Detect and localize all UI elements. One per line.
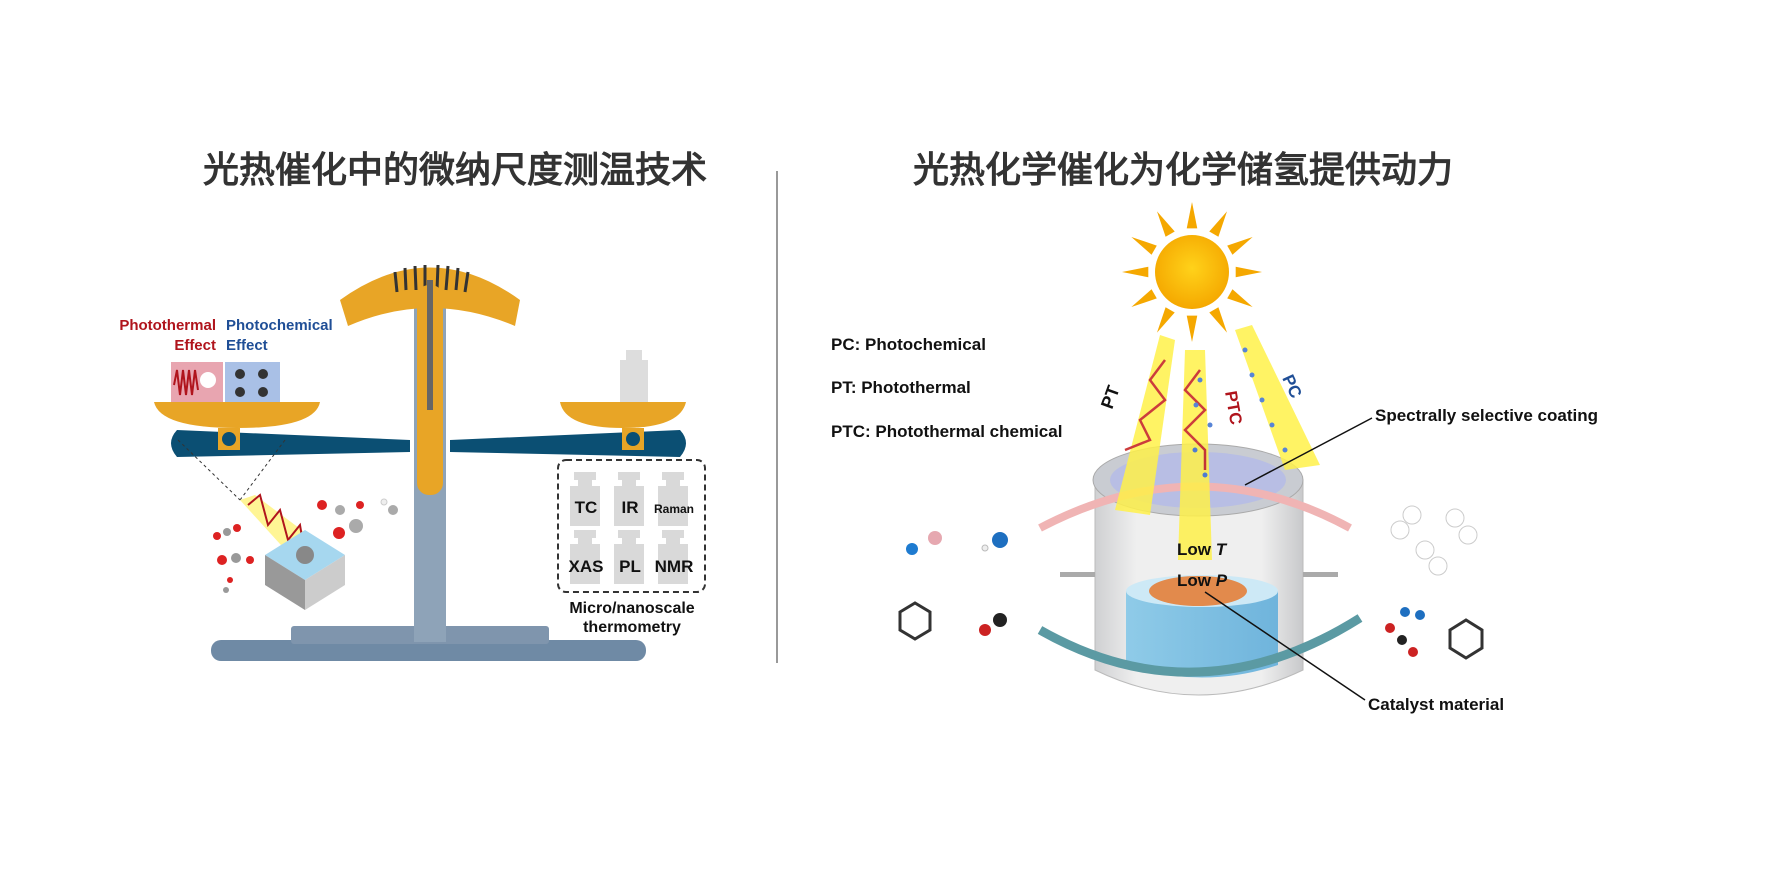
balance-scale	[154, 264, 686, 661]
weight-ir: IR	[622, 498, 639, 517]
molecules	[898, 505, 1484, 660]
sun-ray	[1186, 315, 1198, 342]
sun-ray	[1131, 289, 1157, 307]
right-pan	[560, 402, 686, 428]
sun-ray	[1157, 211, 1175, 237]
photon-dots	[1192, 347, 1288, 478]
photochemical-label-1: Photochemical	[226, 317, 333, 334]
legend: PC: Photochemical PT: Photothermal PTC: …	[831, 335, 1062, 441]
weight-nmr: NMR	[655, 557, 694, 576]
legend-ptc: PTC: Photothermal chemical	[831, 422, 1062, 441]
catalyst-disc	[1149, 576, 1247, 606]
effect-boxes: Photothermal Effect Photochemical Effect	[119, 317, 333, 402]
photothermal-label-2: Effect	[174, 337, 216, 354]
catalyst-zoom	[177, 439, 398, 610]
left-panel-title: 光热催化中的微纳尺度测温技术	[203, 150, 707, 191]
catalyst-label: Catalyst material	[1368, 695, 1504, 714]
scale-base	[211, 640, 646, 661]
beam-left	[171, 430, 410, 457]
thermometry-box: TC IR Raman XAS PL NMR Micro/nanoscale t…	[557, 459, 706, 636]
low-t-label: Low T	[1177, 540, 1228, 559]
weight-raman: Raman	[654, 502, 694, 516]
catalyst-support	[1126, 591, 1278, 678]
heat-wave-icon	[173, 369, 199, 396]
sun-ray	[1209, 307, 1227, 333]
photochemical-box	[225, 362, 280, 402]
weight-xas: XAS	[569, 557, 604, 576]
beam-label-pt: PT	[1097, 383, 1124, 411]
ptc-wave	[1183, 369, 1207, 470]
weight-pl: PL	[619, 557, 641, 576]
beam-right	[450, 430, 686, 457]
weight-icon	[620, 350, 648, 402]
sun-ray	[1235, 266, 1262, 278]
coating-label: Spectrally selective coating	[1375, 406, 1598, 425]
molecules	[213, 498, 398, 593]
sun-ray	[1131, 237, 1157, 255]
light-beams	[1115, 325, 1320, 560]
sun-ray	[1186, 202, 1198, 229]
thermometry-label-1: Micro/nanoscale	[569, 600, 694, 617]
thermometry-label-2: thermometry	[583, 619, 681, 636]
photochemical-label-2: Effect	[226, 337, 268, 354]
catalyst-leader	[1204, 591, 1366, 701]
weight-tc: TC	[575, 498, 598, 517]
sun-ray	[1209, 211, 1227, 237]
legend-pc: PC: Photochemical	[831, 335, 986, 354]
left-pan	[154, 402, 320, 428]
sun-ray	[1122, 266, 1149, 278]
dial-ticks	[393, 264, 470, 293]
pointer-needle	[427, 280, 433, 410]
sun-ray	[1157, 307, 1175, 333]
low-p-label: Low P	[1177, 571, 1228, 590]
sun-ray	[1227, 237, 1253, 255]
legend-pt: PT: Photothermal	[831, 378, 971, 397]
right-panel-title: 光热化学催化为化学储氢提供动力	[913, 149, 1453, 191]
photothermal-label-1: Photothermal	[119, 317, 216, 334]
sun-icon	[1122, 202, 1262, 342]
reverse-arrow	[1037, 614, 1363, 677]
sun-ray	[1227, 289, 1253, 307]
coating-leader	[1244, 417, 1373, 486]
heat-wave-icon	[247, 493, 306, 556]
pt-wave	[1124, 359, 1167, 452]
beam-label-ptc: PTC	[1221, 389, 1246, 426]
